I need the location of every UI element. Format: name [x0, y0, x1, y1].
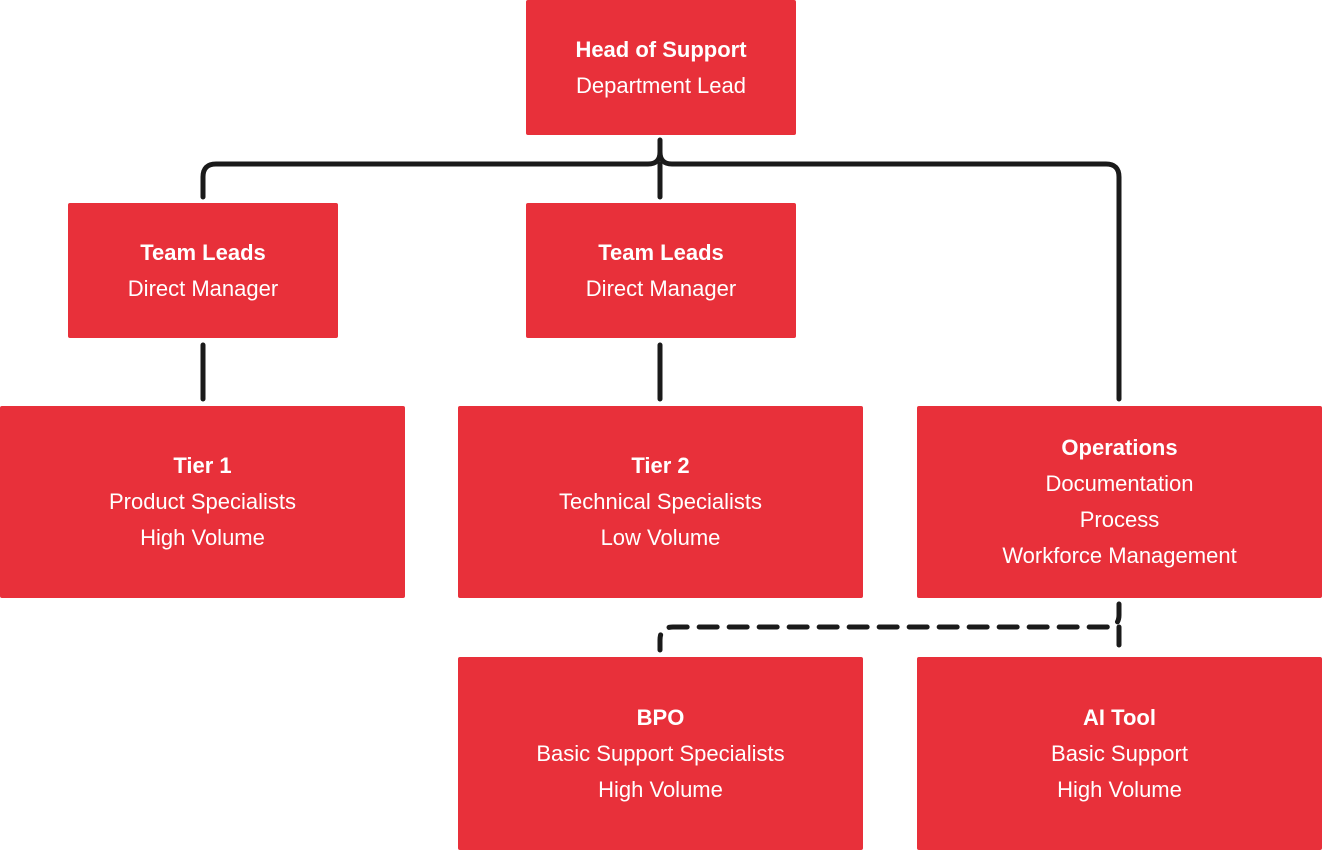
node-subtitle: Direct Manager	[127, 275, 279, 301]
node-title: Tier 2	[631, 453, 690, 478]
node-line: Basic Support	[1051, 740, 1188, 766]
node-title: Team Leads	[140, 239, 266, 265]
node-team-leads-middle: Team Leads Direct Manager	[526, 203, 796, 338]
node-line: High Volume	[1057, 776, 1182, 802]
node-title: Head of Support	[575, 36, 747, 62]
connector-operations-to-bpo	[657, 601, 1122, 653]
node-line: Technical Specialists	[559, 489, 762, 514]
node-title: AI Tool	[1083, 704, 1156, 730]
node-subtitle: Direct Manager	[585, 275, 737, 301]
node-team-leads-left: Team Leads Direct Manager	[68, 203, 338, 338]
node-subtitle: Department Lead	[576, 72, 746, 98]
node-line: High Volume	[598, 776, 723, 802]
node-ai-tool: AI Tool Basic Support High Volume	[917, 657, 1322, 850]
node-operations: Operations Documentation Process Workfor…	[917, 406, 1322, 598]
node-line: Workforce Management	[1002, 543, 1237, 568]
node-title: Operations	[1061, 435, 1178, 460]
node-line: Documentation	[1045, 471, 1194, 496]
node-line: Low Volume	[600, 525, 721, 550]
node-line: Process	[1079, 507, 1160, 532]
node-title: Tier 1	[173, 453, 232, 478]
node-head-of-support: Head of Support Department Lead	[526, 0, 796, 135]
node-line: High Volume	[140, 525, 265, 550]
node-line: Basic Support Specialists	[536, 740, 785, 766]
node-line: Product Specialists	[108, 489, 297, 514]
node-title: Team Leads	[598, 239, 724, 265]
node-bpo: BPO Basic Support Specialists High Volum…	[458, 657, 863, 850]
node-tier1: Tier 1 Product Specialists High Volume	[0, 406, 405, 598]
node-tier2: Tier 2 Technical Specialists Low Volume	[458, 406, 863, 598]
connector-head-to-team-leads-left	[200, 137, 663, 200]
node-title: BPO	[636, 704, 685, 730]
